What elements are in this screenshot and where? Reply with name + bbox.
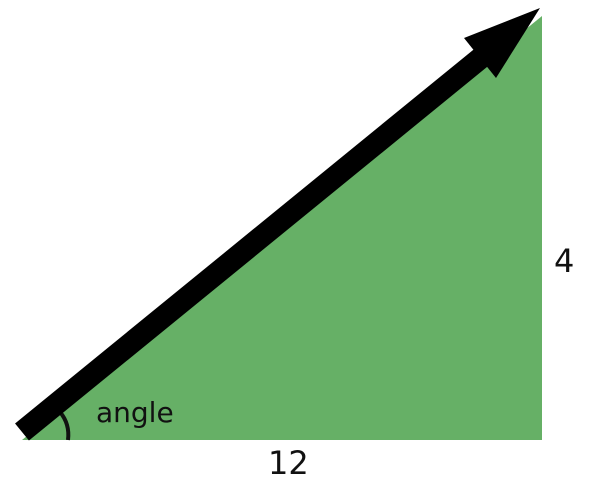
- angle-label: angle: [96, 396, 174, 429]
- vector-arrow-head: [464, 8, 540, 78]
- angle-arc: [58, 410, 71, 441]
- height-length-label: 4: [554, 242, 574, 280]
- base-length-label: 12: [268, 444, 309, 482]
- vector-arrow-shaft: [15, 43, 495, 441]
